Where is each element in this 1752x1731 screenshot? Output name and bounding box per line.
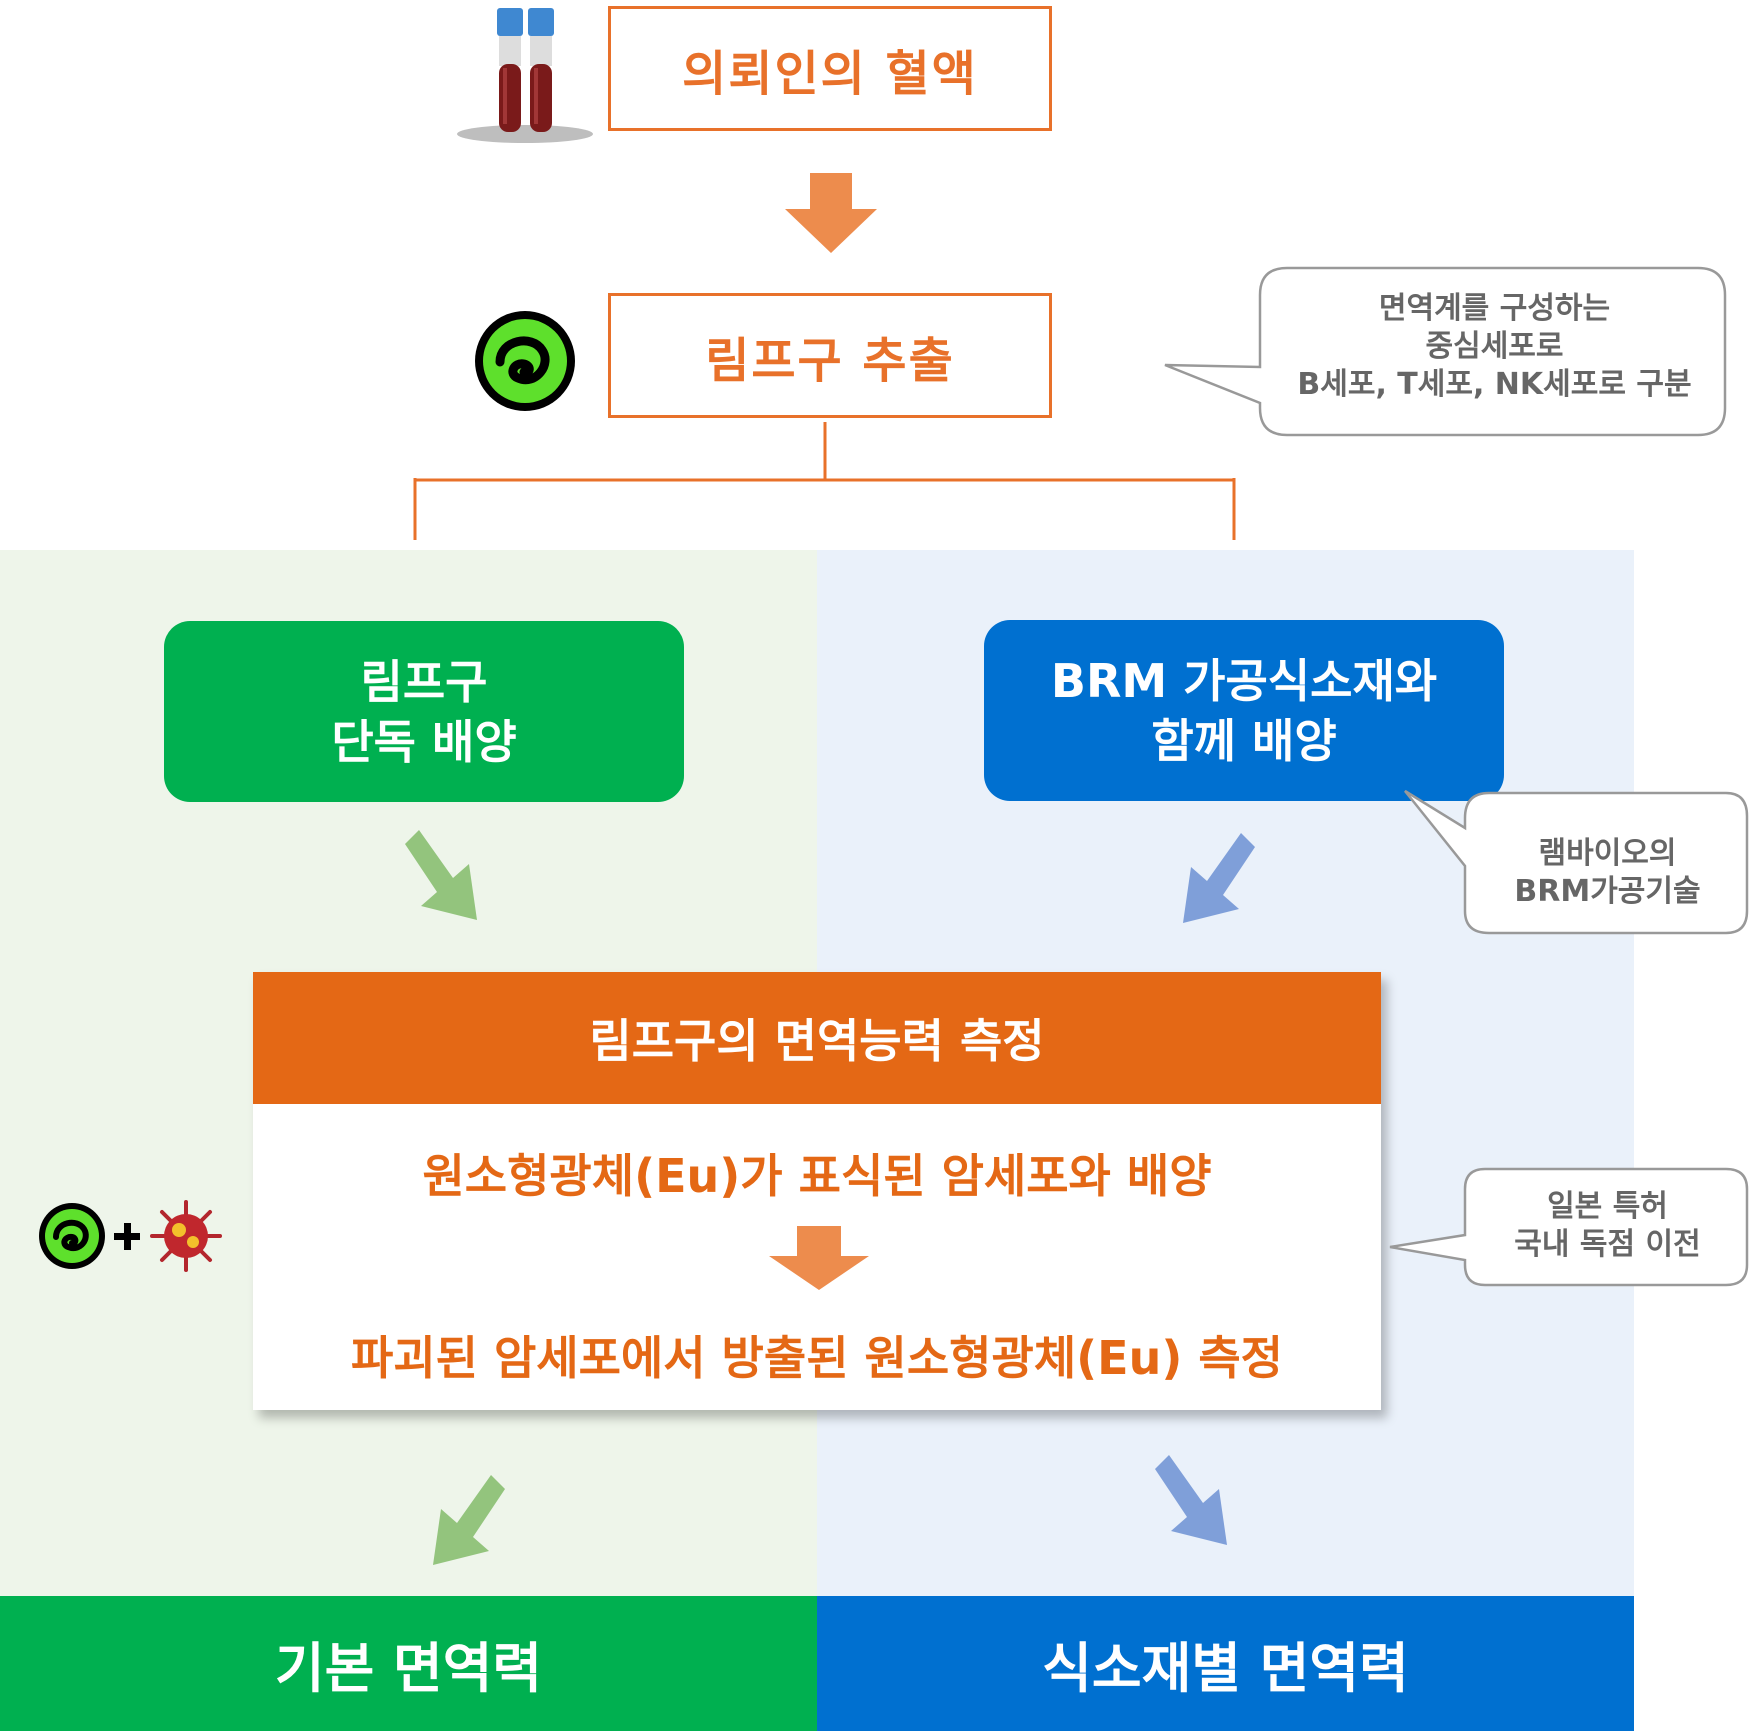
- branch-connector: [413, 422, 1236, 540]
- lymphocyte-icon: [39, 1203, 105, 1269]
- down-arrow-icon: [769, 1226, 869, 1290]
- callout-line: 램바이오의: [1538, 836, 1677, 871]
- blood-step-label: 의뢰인의 혈액: [682, 45, 978, 102]
- branch-left-line: 단독 배양: [331, 714, 517, 769]
- extract-step-box: 림프구 추출: [608, 293, 1052, 418]
- callout-line: 면역계를 구성하는: [1378, 291, 1611, 326]
- callout-line: 일본 특허: [1547, 1189, 1668, 1224]
- blood-tubes-icon: [457, 8, 593, 143]
- extract-step-label: 림프구 추출: [705, 332, 955, 389]
- brm-culture-box: BRM 가공식소재와 함께 배양: [984, 620, 1504, 801]
- callout-line: 국내 독점 이전: [1514, 1227, 1701, 1262]
- down-right-arrow-icon: [1155, 1455, 1227, 1545]
- down-right-arrow-icon: [405, 830, 477, 920]
- down-left-arrow-icon: [433, 1475, 505, 1565]
- brm-callout: 램바이오의 BRM가공기술: [1465, 835, 1750, 911]
- lymphocyte-callout-shape: [1164, 266, 1727, 437]
- blood-step-box: 의뢰인의 혈액: [608, 6, 1052, 131]
- patent-callout-shape: [1389, 1167, 1749, 1287]
- food-material-immunity-label: 식소재별 면역력: [1042, 1637, 1409, 1700]
- measure-step2: 파괴된 암세포에서 방출된 원소형광체(Eu) 측정: [350, 1331, 1284, 1385]
- food-material-immunity-result: 식소재별 면역력: [817, 1596, 1634, 1731]
- callout-line: B세포, T세포, NK세포로 구분: [1297, 367, 1692, 402]
- down-arrow-icon: [785, 173, 877, 253]
- lymphocyte-icon: [475, 311, 575, 411]
- basic-immunity-result: 기본 면역력: [0, 1596, 817, 1731]
- basic-immunity-label: 기본 면역력: [274, 1637, 543, 1700]
- lymphocyte-alone-culture-box: 림프구 단독 배양: [164, 621, 684, 802]
- patent-callout: 일본 특허 국내 독점 이전: [1465, 1188, 1750, 1264]
- immune-measure-panel: 림프구의 면역능력 측정 원소형광체(Eu)가 표식된 암세포와 배양 파괴된 …: [253, 972, 1381, 1410]
- lymphocyte-callout: 면역계를 구성하는 중심세포로 B세포, T세포, NK세포로 구분: [1262, 290, 1727, 404]
- callout-line: BRM가공기술: [1514, 874, 1701, 909]
- lymphocyte-plus-cancer-icon: [39, 1200, 222, 1272]
- cancer-cell-icon: [150, 1200, 222, 1272]
- callout-line: 중심세포로: [1425, 329, 1564, 364]
- brm-callout-shape: [1404, 789, 1749, 935]
- plus-icon: [114, 1223, 140, 1250]
- measure-title: 림프구의 면역능력 측정: [589, 1014, 1045, 1068]
- branch-left-line: 림프구: [360, 654, 488, 709]
- branch-right-line: 함께 배양: [1151, 713, 1337, 768]
- down-left-arrow-icon: [1183, 833, 1255, 923]
- measure-title-bar: 림프구의 면역능력 측정: [253, 972, 1381, 1104]
- measure-step1: 원소형광체(Eu)가 표식된 암세포와 배양: [422, 1149, 1212, 1203]
- branch-right-line: BRM 가공식소재와: [1050, 653, 1438, 708]
